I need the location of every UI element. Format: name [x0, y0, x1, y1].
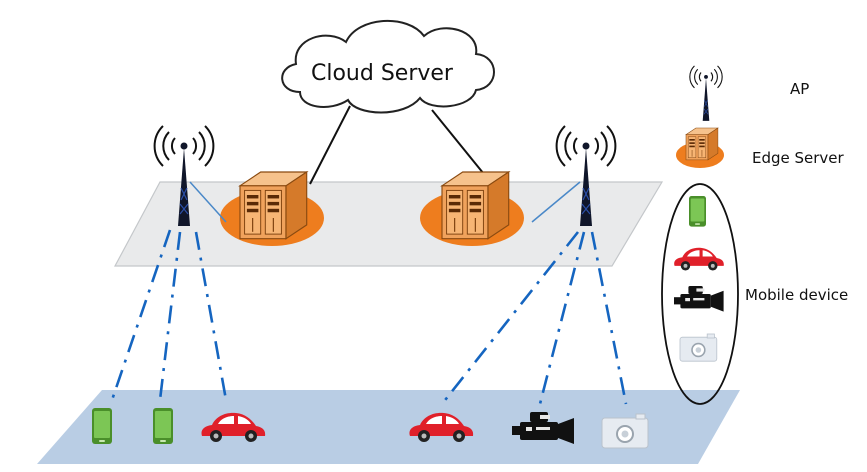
legend-mobile-device-label: Mobile device — [745, 286, 848, 304]
legend-ap-label: AP — [790, 80, 809, 98]
wireless-links — [110, 229, 628, 405]
server-rack-icon — [441, 171, 510, 240]
cloud-server-label: Cloud Server — [311, 61, 454, 86]
video-camera-icon — [674, 286, 724, 312]
cloud-link-left — [309, 105, 351, 185]
photo-camera-icon — [679, 333, 718, 363]
legend-edge-server-label: Edge Server — [752, 149, 845, 167]
device-plane — [37, 390, 740, 464]
ap-server-link-left — [189, 181, 227, 223]
photo-camera-icon — [601, 413, 649, 449]
antenna-tower-icon — [689, 65, 723, 122]
wireless-link — [590, 231, 628, 405]
cloud-icon — [281, 19, 495, 114]
wireless-link — [110, 229, 172, 401]
server-rack-icon — [239, 171, 308, 240]
legend-mobile-group — [661, 183, 739, 405]
ap-server-link-right — [531, 181, 581, 223]
smartphone-icon — [689, 196, 706, 227]
wireless-link — [194, 231, 228, 401]
smartphone-icon — [92, 408, 112, 444]
server-rack-icon — [685, 127, 719, 161]
wireless-link — [158, 231, 182, 401]
smartphone-icon — [153, 408, 173, 444]
edge-plane — [113, 181, 664, 267]
car-icon — [674, 247, 724, 271]
wireless-link — [538, 231, 586, 405]
